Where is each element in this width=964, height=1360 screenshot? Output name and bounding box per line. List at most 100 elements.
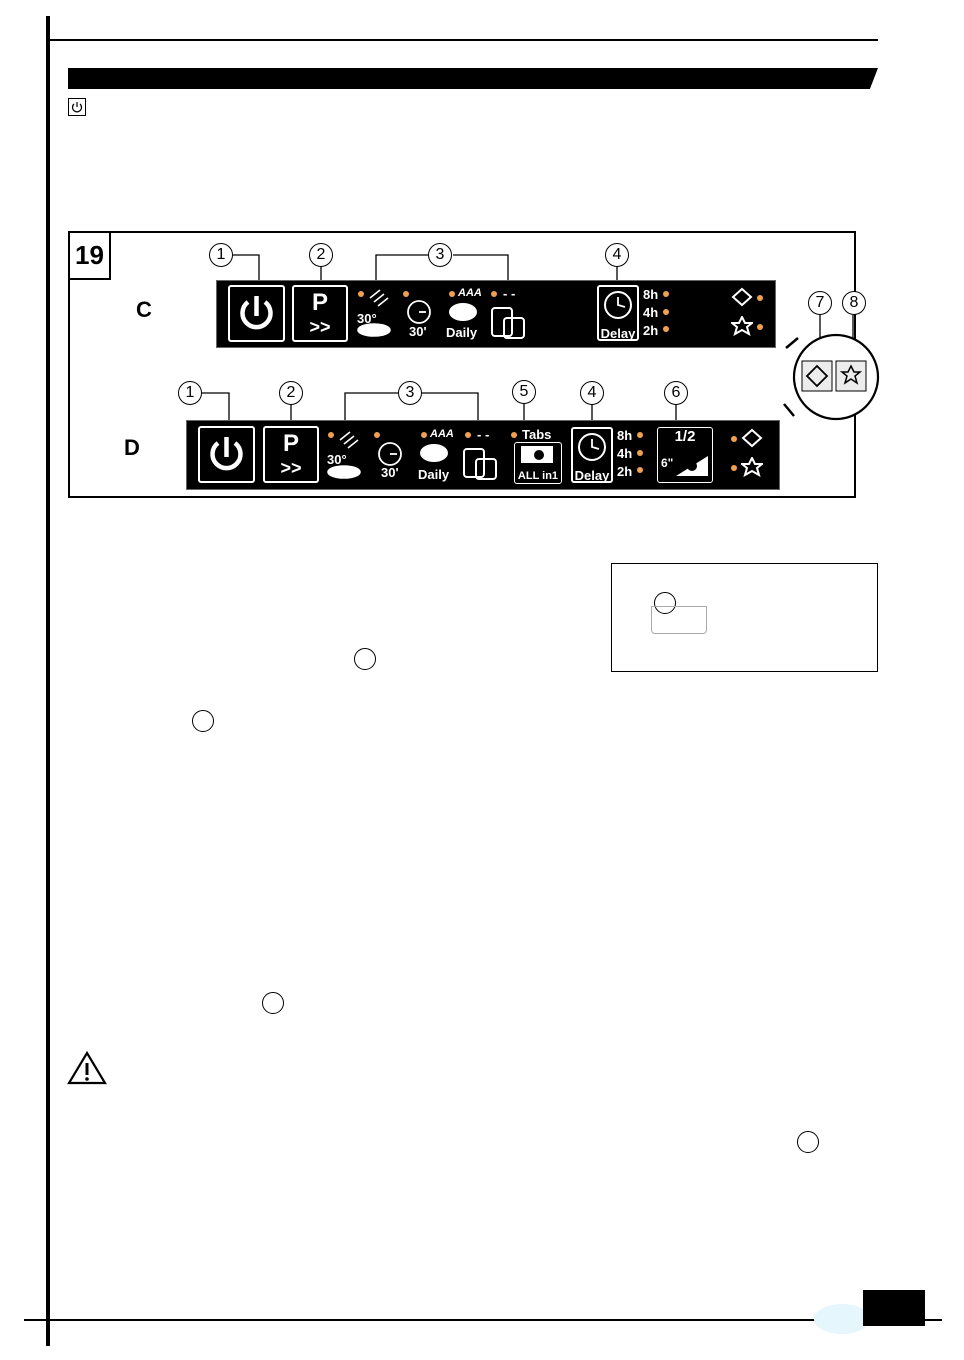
program-button[interactable]: P >> <box>263 426 319 483</box>
prewash-temp-label: 30° <box>357 311 377 326</box>
callout-7: 7 <box>808 291 832 315</box>
led <box>358 291 364 297</box>
piggy-icon <box>420 444 448 462</box>
callout-marker <box>262 992 284 1014</box>
led <box>511 432 517 438</box>
callout-6: 6 <box>664 381 688 405</box>
indicator-magnifier <box>783 333 880 421</box>
prewash-temp-label: 30° <box>327 452 347 467</box>
warning-icon <box>67 1050 107 1085</box>
eco-aaa-label: AAA <box>430 428 454 440</box>
half-label: 1/2 <box>674 428 696 445</box>
program-key: P <box>311 289 328 316</box>
power-button[interactable] <box>228 285 285 342</box>
prewash-icon <box>327 431 361 479</box>
delay-button[interactable]: Delay <box>571 427 613 483</box>
delay-label: Delay <box>600 326 636 341</box>
callout-1: 1 <box>178 381 202 405</box>
power-icon <box>210 437 243 471</box>
decorative-blob <box>814 1304 870 1334</box>
led <box>637 450 643 456</box>
clock-icon <box>578 433 606 461</box>
daily-label: Daily <box>418 467 450 482</box>
program-arrows: >> <box>280 458 302 478</box>
led <box>637 467 643 473</box>
power-icon <box>240 296 273 330</box>
callout-marker <box>192 710 214 732</box>
prewash-icon <box>357 289 391 337</box>
callout-1: 1 <box>209 243 233 267</box>
dispenser-outline <box>651 606 707 634</box>
led <box>663 309 669 315</box>
led <box>465 432 471 438</box>
delay-label: Delay <box>574 468 610 483</box>
program-key: P <box>282 430 299 457</box>
led <box>403 291 409 297</box>
timer-icon <box>378 442 402 466</box>
tablet-icon <box>521 446 553 463</box>
header-rule <box>50 39 878 41</box>
delay-8h: 8h <box>643 287 659 302</box>
page-number-box <box>863 1290 925 1326</box>
timer-label: 30' <box>381 465 399 480</box>
half-load-icon <box>676 456 708 476</box>
callout-3: 3 <box>428 243 452 267</box>
pot-icon <box>491 307 525 339</box>
led <box>374 432 380 438</box>
callout-leaders <box>202 254 854 420</box>
callout-2: 2 <box>279 381 303 405</box>
row-label-d: D <box>124 435 140 460</box>
delay-2h: 2h <box>643 323 659 338</box>
clock-icon <box>604 291 632 319</box>
inset-figure <box>611 563 878 672</box>
led <box>731 465 737 471</box>
led <box>731 436 737 442</box>
timer-label: 30' <box>409 324 427 339</box>
led <box>449 291 455 297</box>
six-label: 6" <box>661 456 674 470</box>
figure-number: 19 <box>68 231 111 280</box>
margin-rule <box>46 16 50 1346</box>
led <box>757 324 763 330</box>
callout-marker <box>797 1131 819 1153</box>
tablet-button[interactable]: ALL in1 <box>514 442 562 484</box>
dash-label: - - <box>503 286 516 301</box>
callout-5: 5 <box>512 380 536 404</box>
delay-8h: 8h <box>617 428 633 443</box>
rinse-aid-icon <box>731 316 753 336</box>
led <box>637 432 643 438</box>
eco-aaa-label: AAA <box>458 287 482 299</box>
delay-4h: 4h <box>643 305 659 320</box>
daily-label: Daily <box>446 325 478 340</box>
callout-marker <box>654 592 676 614</box>
salt-icon <box>731 287 753 307</box>
led <box>757 295 763 301</box>
section-banner <box>68 68 878 89</box>
led <box>421 432 427 438</box>
timer-icon <box>407 300 431 324</box>
callout-4: 4 <box>580 381 604 405</box>
footer-rule <box>24 1319 942 1321</box>
dash-label: - - <box>477 427 490 442</box>
callout-marker <box>354 648 376 670</box>
program-button[interactable]: P >> <box>292 285 348 342</box>
delay-button[interactable]: Delay <box>597 285 639 341</box>
program-arrows: >> <box>309 317 331 337</box>
led <box>663 326 669 332</box>
piggy-icon <box>449 303 477 321</box>
led <box>328 432 334 438</box>
pot-icon <box>463 448 497 480</box>
salt-icon <box>741 428 763 448</box>
delay-2h: 2h <box>617 464 633 479</box>
power-button[interactable] <box>198 426 255 483</box>
callout-8: 8 <box>842 291 866 315</box>
power-icon <box>68 98 86 116</box>
led <box>491 291 497 297</box>
tabs-label: Tabs <box>522 427 552 442</box>
callout-2: 2 <box>309 243 333 267</box>
led <box>663 291 669 297</box>
callout-3: 3 <box>398 381 422 405</box>
half-load-button[interactable]: 1/2 6" <box>657 427 713 483</box>
callout-4: 4 <box>605 243 629 267</box>
rinse-aid-icon <box>741 457 763 477</box>
